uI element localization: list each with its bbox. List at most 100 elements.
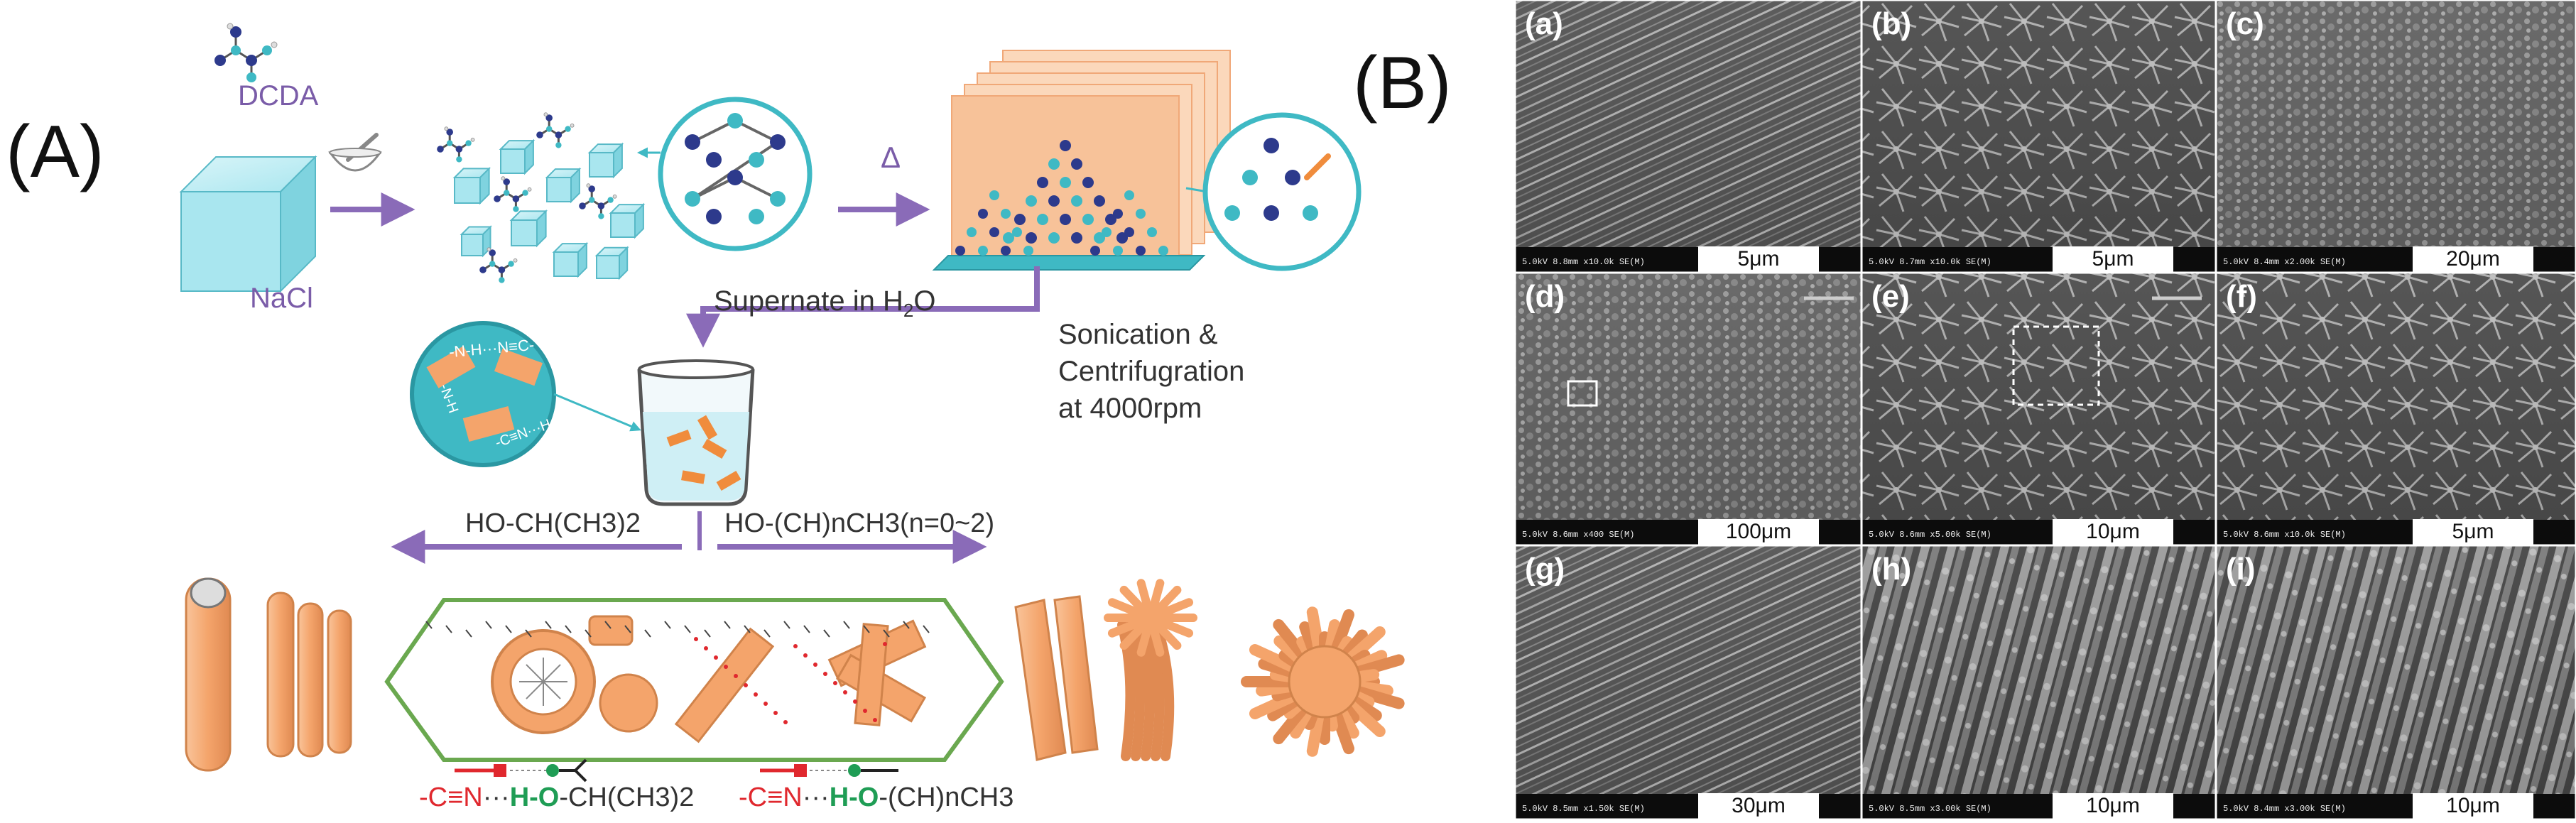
sem-acquisition-info: 5.0kV 8.5mm x3.00k SE(M) xyxy=(1869,804,1991,814)
supernate-label: Supernate in H2O xyxy=(714,285,935,322)
sem-panel-label: (g) xyxy=(1525,552,1565,587)
sonication-line-3: at 4000rpm xyxy=(1058,393,1202,424)
panel-letter-b: (B) xyxy=(1353,42,1452,124)
eq-left-ho: H-O xyxy=(509,783,560,812)
sem-acquisition-info: 5.0kV 8.8mm x10.0k SE(M) xyxy=(1522,257,1645,267)
sem-panel-label: (c) xyxy=(2226,6,2264,41)
scale-bar-label: 5μm xyxy=(1698,246,1819,272)
scale-bar-label: 30μm xyxy=(1698,793,1819,819)
sonication-line-2: Centrifugration xyxy=(1058,356,1245,387)
dcda-molecule-small xyxy=(536,112,575,148)
beaker xyxy=(637,359,755,506)
sem-shading xyxy=(1515,0,1862,273)
sem-acquisition-info: 5.0kV 8.6mm x5.00k SE(M) xyxy=(1869,530,1991,540)
nacl-cube xyxy=(179,155,317,293)
sem-shading xyxy=(2216,0,2576,273)
dispersed-rod xyxy=(681,470,705,484)
eq-left-cn: -C≡N xyxy=(419,783,483,812)
sem-micrograph-grid xyxy=(1513,0,2576,821)
sem-shading xyxy=(1515,545,1862,819)
eq-right-rest: -(CH)nCH3 xyxy=(879,783,1014,812)
sem-acquisition-info: 5.0kV 8.4mm x3.00k SE(M) xyxy=(2223,804,2346,814)
sem-panel-b xyxy=(1860,0,2217,274)
sem-shading xyxy=(1862,545,2216,819)
cube-molecule-mixture xyxy=(437,112,646,283)
zoom-triazine-unit xyxy=(1224,138,1331,221)
scale-bar-label: 10μm xyxy=(2053,793,2173,819)
sem-panel-a xyxy=(1513,0,1863,274)
supernate-subscript: 2 xyxy=(903,300,914,321)
sem-shading xyxy=(1862,273,2216,545)
dcda-molecule-small xyxy=(479,247,518,283)
left-solvent-label: HO-CH(CH3)2 xyxy=(465,508,641,538)
dispersed-rod xyxy=(716,470,741,491)
sem-panel-label: (i) xyxy=(2226,552,2256,587)
bonding-rods xyxy=(426,346,543,442)
sem-shading xyxy=(2216,545,2576,819)
sem-acquisition-info: 5.0kV 8.4mm x2.00k SE(M) xyxy=(2223,257,2346,267)
dispersed-rod xyxy=(697,415,718,440)
zoom-molecule-network xyxy=(685,113,786,224)
layered-carbon-nitride-sheets xyxy=(932,50,1231,271)
sem-acquisition-info: 5.0kV 8.7mm x10.0k SE(M) xyxy=(1869,257,1991,267)
left-rod-products xyxy=(185,577,352,772)
sem-panel-h xyxy=(1860,544,2217,821)
inset-box-e xyxy=(2012,325,2100,406)
salt-cube xyxy=(452,166,491,205)
sem-panel-label: (f) xyxy=(2226,279,2257,314)
mortar-pestle-icon xyxy=(328,133,382,172)
sem-panel-e xyxy=(1860,271,2217,547)
bracket-structures xyxy=(425,615,930,743)
scale-bar-label: 20μm xyxy=(2413,246,2533,272)
scale-bar-label: 10μm xyxy=(2053,519,2173,545)
dcda-label: DCDA xyxy=(238,80,319,111)
sem-shading xyxy=(2216,273,2576,545)
eq-left-dots: ··· xyxy=(482,783,510,812)
sem-panel-c xyxy=(2214,0,2576,274)
equation-right: -C≡N···H-O-(CH)nCH3 xyxy=(739,783,1013,813)
salt-cube xyxy=(594,246,629,280)
salt-cube xyxy=(587,142,624,179)
sem-panel-f xyxy=(2214,271,2576,547)
sem-panel-label: (b) xyxy=(1871,6,1912,41)
scale-bar-label: 5μm xyxy=(2053,246,2173,272)
eq-right-ho: H-O xyxy=(829,783,879,812)
eq-right-dots: ··· xyxy=(802,783,830,812)
sem-panel-label: (d) xyxy=(1525,279,1565,314)
dispersed-rod xyxy=(702,438,727,459)
sem-panel-label: (h) xyxy=(1871,552,1912,587)
sem-acquisition-info: 5.0kV 8.5mm x1.50k SE(M) xyxy=(1522,804,1645,814)
equation-left: -C≡N···H-O-CH(CH3)2 xyxy=(419,783,694,813)
sonication-label: Sonication & Centrifugration at 4000rpm xyxy=(1058,316,1244,427)
triangular-framework xyxy=(955,140,1168,256)
nacl-label: NaCl xyxy=(250,283,313,314)
panel-letter-a: (A) xyxy=(6,111,104,193)
sonication-line-1: Sonication & xyxy=(1058,319,1218,350)
right-solvent-label: HO-(CH)nCH3(n=0~2) xyxy=(724,508,995,538)
synthesis-scheme xyxy=(179,23,1405,783)
hbond-legend-icons xyxy=(455,758,898,783)
dcda-molecule-small xyxy=(579,183,617,219)
supernate-suffix: O xyxy=(913,285,936,317)
sem-panel-g xyxy=(1513,544,1863,821)
salt-cube xyxy=(552,241,589,278)
scale-bar-label: 10μm xyxy=(2413,793,2533,819)
delta-label: Δ xyxy=(881,141,901,174)
salt-cube xyxy=(499,138,536,175)
sem-panel-label: (e) xyxy=(1871,279,1910,314)
eq-left-rest: -CH(CH3)2 xyxy=(559,783,695,812)
dcda-molecule-small xyxy=(437,126,475,163)
zoom-pointer-2 xyxy=(1185,187,1208,193)
sem-shading xyxy=(1862,0,2216,273)
dcda-molecule xyxy=(214,23,278,82)
supernate-text: Supernate in H xyxy=(714,285,903,317)
sem-shading xyxy=(1515,273,1862,545)
dispersed-rod xyxy=(666,429,692,447)
sem-panel-label: (a) xyxy=(1525,6,1563,41)
eq-right-cn: -C≡N xyxy=(739,783,803,812)
salt-cube xyxy=(509,209,548,248)
salt-cube xyxy=(545,167,582,204)
salt-cube xyxy=(460,225,492,258)
